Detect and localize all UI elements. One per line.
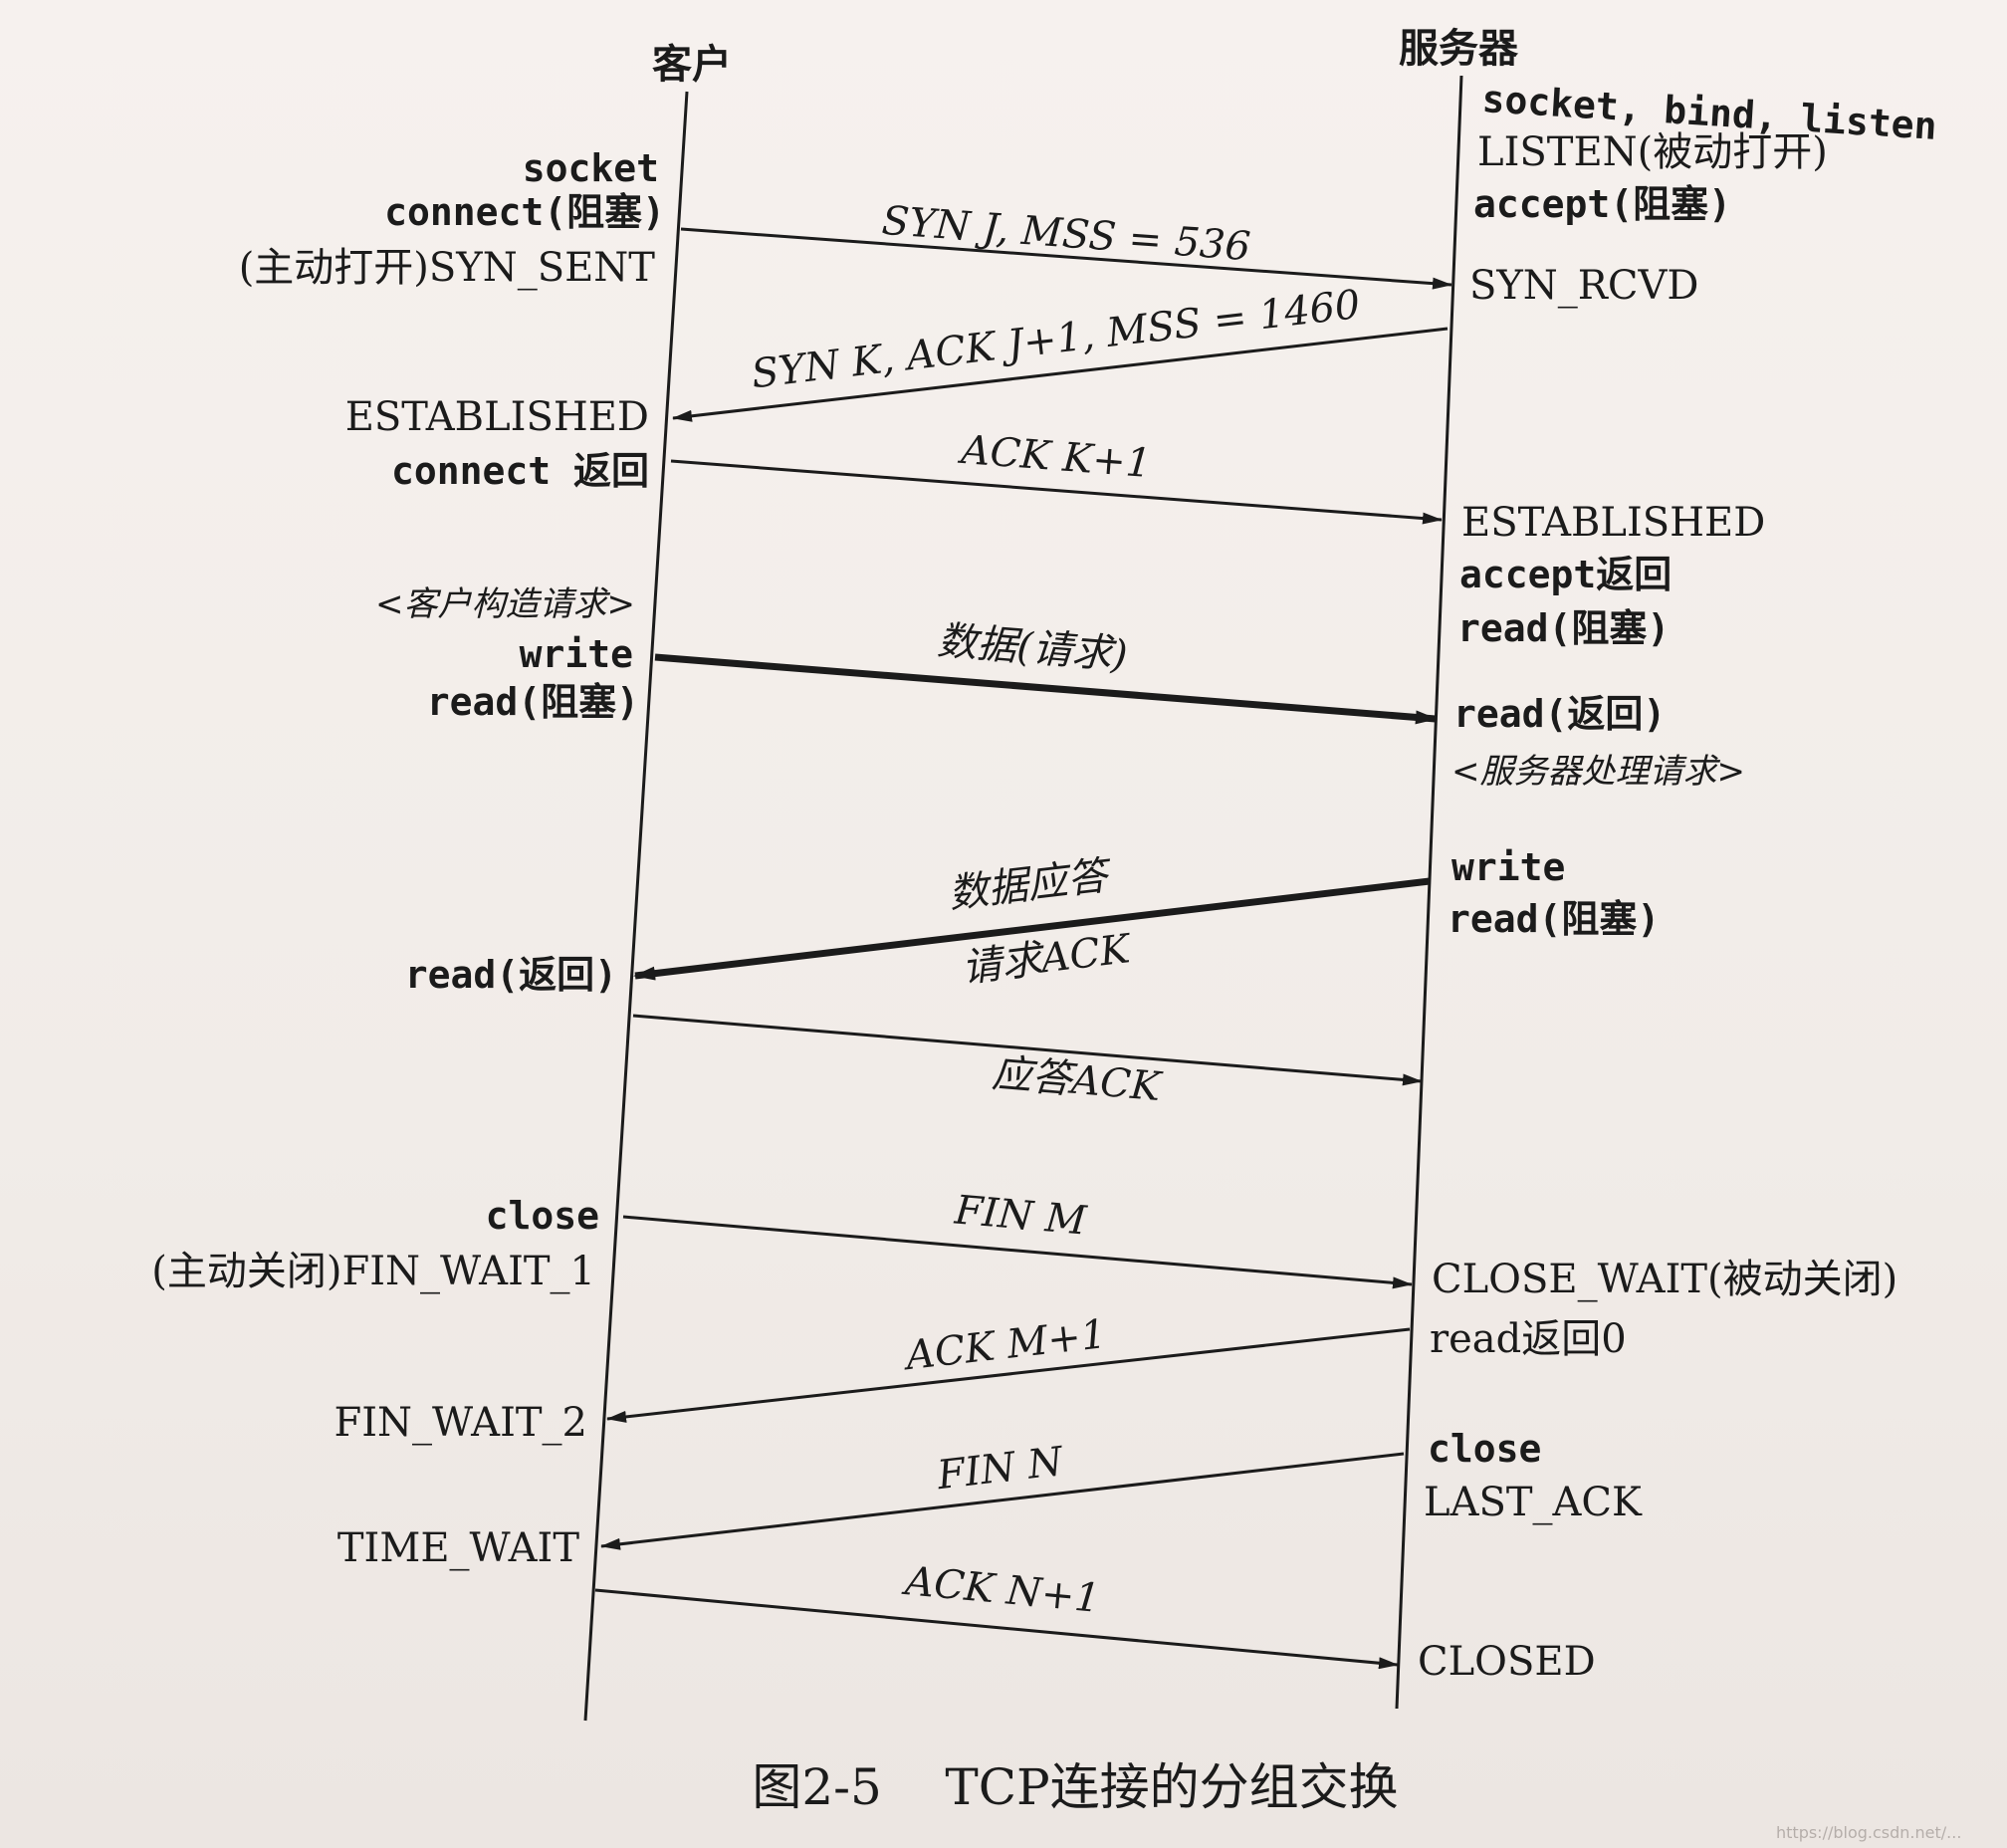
server-label-closed: CLOSED <box>1418 1639 1596 1685</box>
arrow-syn-ack <box>672 327 1449 422</box>
client-label-close: close <box>486 1194 599 1238</box>
msg-fin-n: FIN N <box>934 1439 1067 1500</box>
client-label-build-request: <客户构造请求> <box>375 584 635 624</box>
arrow-data-request <box>654 653 1438 725</box>
arrow-ack-m1 <box>606 1327 1411 1423</box>
client-labels: socket connect(阻塞) (主动打开)SYN_SENT ESTABL… <box>151 146 665 1571</box>
server-label-read-block-2: read(阻塞) <box>1448 897 1660 941</box>
server-label-write: write <box>1451 845 1565 889</box>
client-label-connect-block: connect(阻塞) <box>384 190 665 234</box>
client-label-read-return: read(返回) <box>405 953 617 997</box>
arrow-ack <box>670 459 1443 525</box>
server-label-read-return-0: read返回0 <box>1430 1316 1627 1362</box>
server-label-read-block-1: read(阻塞) <box>1457 606 1670 650</box>
server-label-close-wait: CLOSE_WAIT(被动关闭) <box>1432 1257 1897 1302</box>
figure-caption: 图2-5 TCP连接的分组交换 <box>752 1758 1398 1816</box>
server-label-accept-block: accept(阻塞) <box>1473 182 1731 226</box>
arrow-ack-n1 <box>594 1588 1399 1670</box>
client-label-established: ESTABLISHED <box>345 394 649 440</box>
arrow-fin-n <box>600 1452 1405 1550</box>
client-label-time-wait: TIME_WAIT <box>337 1525 579 1571</box>
server-label-process-request: <服务器处理请求> <box>1451 752 1745 792</box>
server-label-last-ack: LAST_ACK <box>1424 1480 1643 1525</box>
msg-ack: ACK K+1 <box>956 427 1153 487</box>
msg-reply-ack: 应答ACK <box>991 1050 1165 1110</box>
client-title: 客户 <box>652 42 732 88</box>
server-labels: socket, bind, listen LISTEN(被动打开) accept… <box>1418 77 1938 1685</box>
watermark: https://blog.csdn.net/... <box>1776 1823 1961 1842</box>
server-label-accept-return: accept返回 <box>1459 553 1672 596</box>
server-lifeline <box>1395 75 1463 1710</box>
msg-data-request: 数据(请求) <box>936 618 1129 679</box>
client-label-connect-return: connect 返回 <box>391 449 649 493</box>
msg-ack-n1: ACK N+1 <box>899 1558 1101 1622</box>
msg-syn-ack: SYN K, ACK J+1, MSS = 1460 <box>749 282 1362 397</box>
client-label-fin-wait-2: FIN_WAIT_2 <box>334 1400 588 1446</box>
client-label-read-block: read(阻塞) <box>427 680 639 724</box>
msg-data-reply: 数据应答 <box>946 852 1115 917</box>
message-labels: SYN J, MSS = 536 SYN K, ACK J+1, MSS = 1… <box>749 198 1362 1622</box>
server-label-read-return: read(返回) <box>1453 692 1666 736</box>
client-label-fin-wait-1: (主动关闭)FIN_WAIT_1 <box>151 1249 595 1294</box>
client-label-syn-sent: (主动打开)SYN_SENT <box>239 245 656 291</box>
arrow-syn <box>680 227 1452 290</box>
server-label-close: close <box>1428 1427 1541 1471</box>
msg-fin-m: FIN M <box>952 1187 1089 1244</box>
server-label-syn-rcvd: SYN_RCVD <box>1469 263 1699 309</box>
message-arrows <box>594 227 1452 1670</box>
arrow-data-reply <box>633 877 1431 981</box>
server-label-listen: LISTEN(被动打开) <box>1477 129 1828 175</box>
client-label-socket: socket <box>523 146 659 190</box>
msg-ack-m1: ACK M+1 <box>900 1311 1109 1380</box>
msg-syn: SYN J, MSS = 536 <box>880 198 1251 270</box>
server-label-established: ESTABLISHED <box>1461 500 1765 546</box>
arrow-fin-m <box>622 1215 1413 1289</box>
server-title: 服务器 <box>1399 26 1519 72</box>
arrow-reply-ack <box>632 1014 1423 1086</box>
client-label-write: write <box>520 632 633 676</box>
client-lifeline <box>583 91 689 1722</box>
